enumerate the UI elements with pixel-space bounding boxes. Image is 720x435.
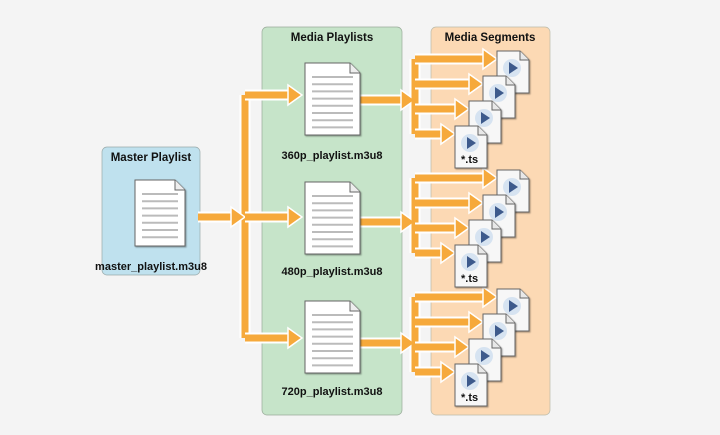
playlist-filename-720p: 720p_playlist.m3u8 (282, 386, 383, 398)
ts-segment-label: *.ts (461, 273, 478, 285)
arrow-to-segment-0-3-head (440, 122, 457, 146)
master-playlist-title: Master Playlist (111, 152, 192, 164)
master-playlist-document-icon (134, 179, 186, 247)
play-icon (467, 256, 476, 268)
play-icon (481, 350, 490, 362)
arrow-to-segment-2-1-head (468, 310, 485, 334)
playlist-out-2-head (400, 331, 417, 355)
play-icon (481, 112, 490, 124)
play-icon (509, 181, 518, 193)
playlist-out-1-head (400, 210, 417, 234)
master-out-head (230, 205, 247, 229)
play-icon (467, 137, 476, 149)
master-playlist-filename: master_playlist.m3u8 (95, 261, 207, 273)
play-icon (495, 87, 504, 99)
play-icon (509, 62, 518, 74)
media-playlists-title: Media Playlists (291, 32, 373, 44)
ts-segment-icon (454, 125, 488, 169)
arrow-to-segment-2-0-head (482, 285, 499, 309)
arrow-to-segment-1-0-head (482, 166, 499, 190)
playlist-filename-360p: 360p_playlist.m3u8 (282, 150, 383, 162)
arrow-to-playlist-2-head (287, 326, 304, 350)
arrow-to-segment-0-0-head (482, 47, 499, 71)
play-icon (495, 325, 504, 337)
playlist-filename-480p: 480p_playlist.m3u8 (282, 266, 383, 278)
ts-segment-label: *.ts (461, 154, 478, 166)
playlist-out-0-head (400, 88, 417, 112)
arrow-to-playlist-0-head (287, 83, 304, 107)
playlist-document-icon-1 (304, 181, 361, 255)
playlist-document-icon-2 (304, 300, 361, 374)
arrow-to-segment-1-2-head (454, 216, 471, 240)
media-segments-title: Media Segments (445, 32, 536, 44)
play-icon (467, 375, 476, 387)
ts-segment-icon (482, 194, 516, 238)
arrow-to-playlist-1-head (287, 205, 304, 229)
ts-segment-icon (454, 244, 488, 288)
arrow-to-segment-2-3-head (440, 360, 457, 384)
play-icon (481, 231, 490, 243)
play-icon (509, 300, 518, 312)
arrow-to-segment-0-1-head (468, 72, 485, 96)
arrow-to-segment-0-2-head (454, 97, 471, 121)
arrow-to-segment-1-3-head (440, 241, 457, 265)
ts-segment-icon (454, 363, 488, 407)
arrow-to-segment-2-2-head (454, 335, 471, 359)
play-icon (495, 206, 504, 218)
arrow-to-segment-1-1-head (468, 191, 485, 215)
ts-segment-label: *.ts (461, 392, 478, 404)
playlist-document-icon-0 (304, 62, 361, 136)
